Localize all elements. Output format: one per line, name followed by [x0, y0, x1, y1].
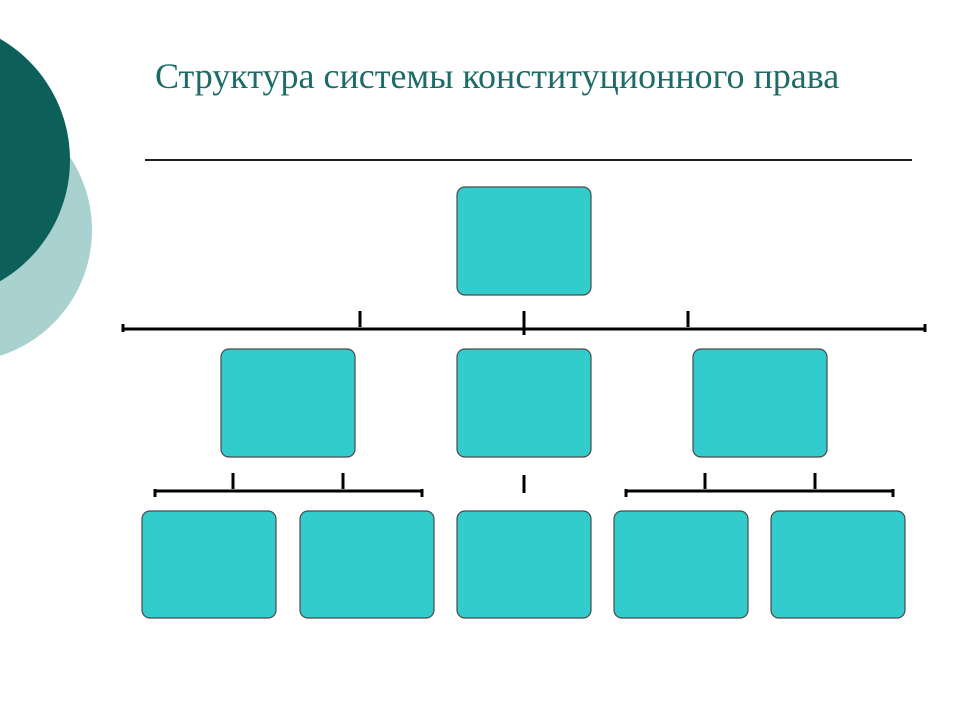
- node-level1-right: [692, 348, 828, 458]
- node-level1-center: [456, 348, 592, 458]
- node-level2-1: [141, 510, 277, 619]
- node-level2-3: [456, 510, 592, 619]
- node-level2-4: [613, 510, 749, 619]
- diagram-boxes: [141, 186, 906, 619]
- decor-circle-dark: [0, 38, 70, 282]
- connector-lines: [121, 311, 927, 497]
- node-level2-5: [770, 510, 906, 619]
- title-underline: [145, 159, 912, 161]
- slide-title: Структура системы конституционного права: [155, 56, 840, 96]
- node-root: [456, 186, 592, 296]
- node-level2-2: [299, 510, 435, 619]
- node-level1-left: [220, 348, 356, 458]
